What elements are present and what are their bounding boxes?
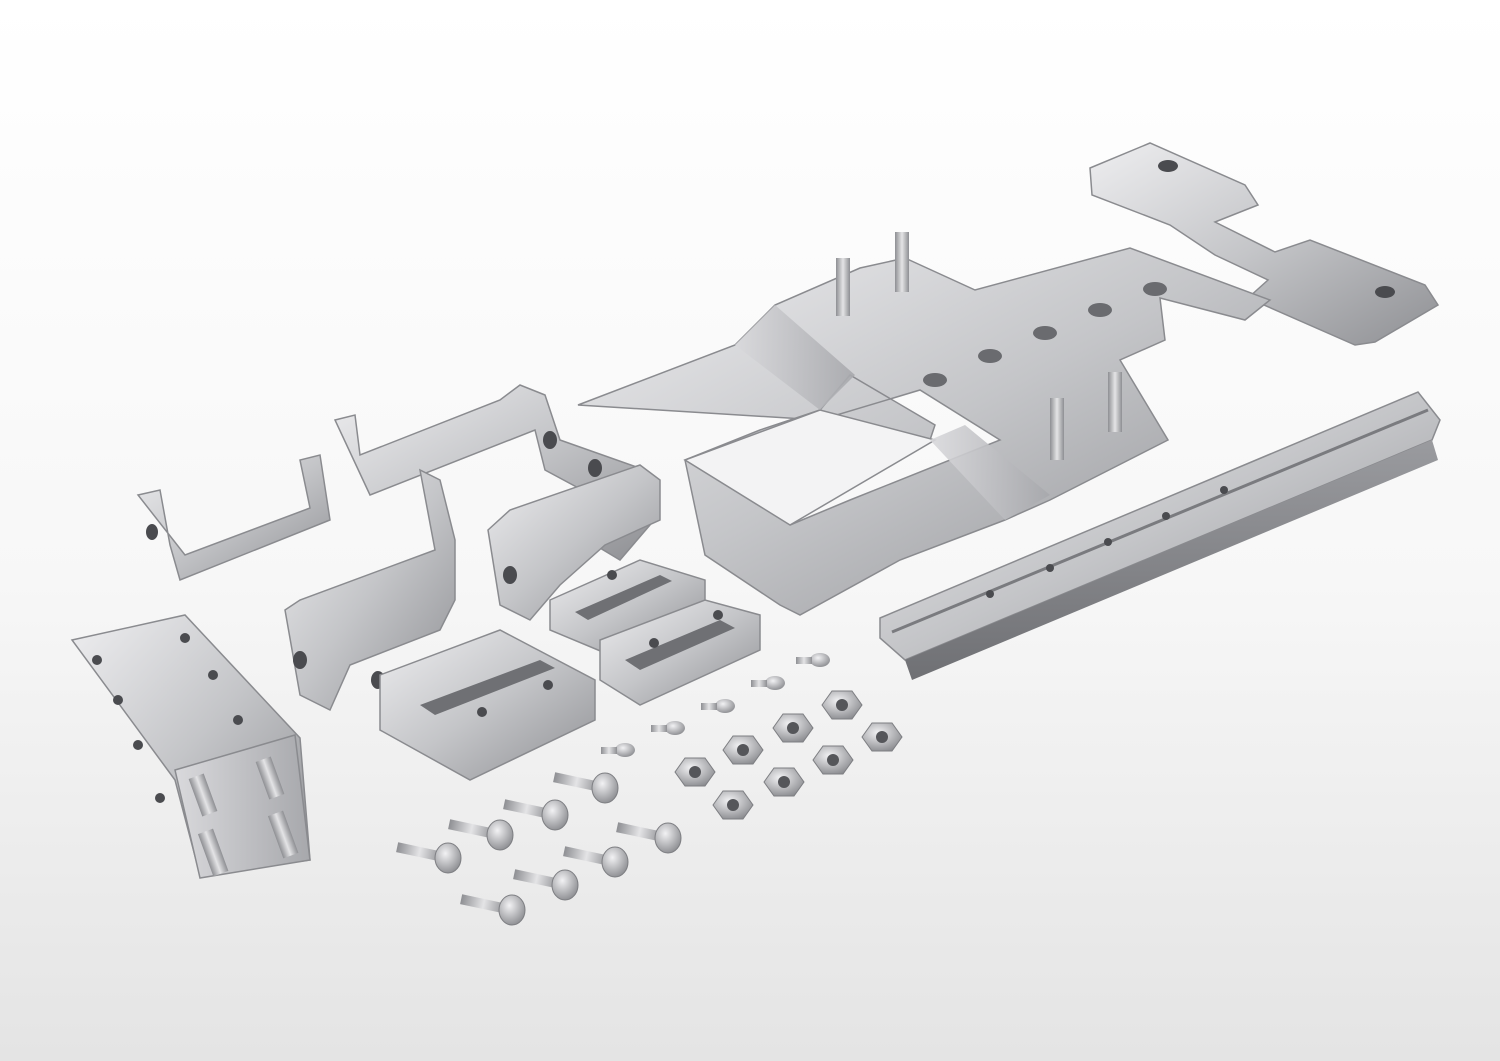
threaded-stud — [1050, 398, 1064, 460]
threaded-stud — [895, 232, 909, 292]
l-bracket — [136, 454, 331, 582]
stud-plate — [70, 614, 311, 879]
hex-nuts — [674, 690, 903, 820]
countersunk-hole — [1143, 282, 1167, 296]
threaded-stud — [836, 258, 850, 316]
base-plate — [577, 232, 1272, 616]
pan-head-screws — [396, 772, 682, 926]
flat-head-screws — [601, 653, 830, 757]
countersunk-hole — [1088, 303, 1112, 317]
hole — [1158, 160, 1178, 172]
rail — [879, 391, 1441, 680]
u-bracket — [487, 464, 661, 621]
link-plate — [1089, 142, 1440, 346]
countersunk-hole — [978, 349, 1002, 363]
threaded-stud — [1108, 372, 1122, 432]
slotted-block — [379, 629, 596, 781]
hole — [1375, 286, 1395, 298]
slotted-block — [599, 599, 761, 706]
countersunk-hole — [1033, 326, 1057, 340]
countersunk-hole — [923, 373, 947, 387]
